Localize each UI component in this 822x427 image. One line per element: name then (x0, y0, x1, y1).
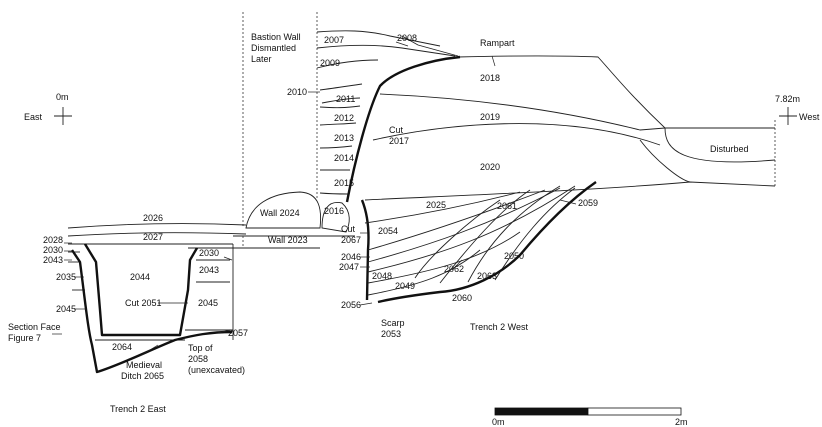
disturbed-label: Disturbed (710, 144, 749, 154)
origin-distance-label: 0m (56, 92, 69, 102)
scale-bar: 0m 2m (492, 407, 688, 427)
trench-2-east-layers (67, 223, 247, 341)
upper-layer-lines (316, 30, 776, 201)
context-2049-label: 2049 (395, 281, 415, 291)
scale-end-label: 2m (675, 417, 688, 427)
context-2064-label: 2064 (112, 342, 132, 352)
context-2011-label: 2011 (336, 94, 355, 104)
svg-text:Ditch 2065: Ditch 2065 (121, 371, 164, 381)
context-2030-left-label: 2030 (43, 245, 63, 255)
context-2059-label: 2059 (578, 198, 598, 208)
context-2063-label: 2063 (477, 271, 497, 281)
cut-2017-label: Cut 2017 (389, 125, 409, 146)
ditch-2065-line (71, 249, 233, 374)
bastion-wall-label: Bastion Wall Dismantled Later (251, 32, 301, 64)
svg-text:Scarp: Scarp (381, 318, 405, 328)
top-of-2058-label: Top of 2058 (unexcavated) (188, 343, 245, 375)
context-2043-left-label: 2043 (43, 255, 63, 265)
wall-2024-label: Wall 2024 (260, 208, 300, 218)
scarp-2053-line (377, 181, 597, 304)
svg-text:Figure 7: Figure 7 (8, 333, 41, 343)
context-2046-label: 2046 (341, 252, 361, 262)
context-2050-label: 2050 (504, 251, 524, 261)
context-2054-label: 2054 (378, 226, 398, 236)
svg-text:Cut: Cut (389, 125, 404, 135)
trench-2-west-label: Trench 2 West (470, 322, 529, 332)
context-2030-right-label: 2030 (199, 248, 219, 258)
scarp-2053-label: Scarp 2053 (381, 318, 405, 339)
svg-text:Later: Later (251, 54, 272, 64)
leader-lines (52, 41, 577, 357)
svg-text:Section Face: Section Face (8, 322, 61, 332)
context-2060-label: 2060 (452, 293, 472, 303)
context-2048-label: 2048 (372, 271, 392, 281)
context-2056-label: 2056 (341, 300, 361, 310)
context-2061-label: 2061 (497, 201, 517, 211)
cut-2067-line (360, 199, 370, 301)
east-datum-marker (54, 107, 72, 125)
wall-2024-outline (245, 191, 321, 229)
section-face-label: Section Face Figure 7 (8, 322, 61, 343)
west-datum-marker (779, 107, 797, 125)
context-2028-label: 2028 (43, 235, 63, 245)
context-2019-label: 2019 (480, 112, 500, 122)
context-2043-right-label: 2043 (199, 265, 219, 275)
context-2009-label: 2009 (320, 58, 340, 68)
context-2007-label: 2007 (324, 35, 344, 45)
end-distance-label: 7.82m (775, 94, 800, 104)
context-2062-label: 2062 (444, 264, 464, 274)
west-label: West (799, 112, 820, 122)
svg-text:Dismantled: Dismantled (251, 43, 296, 53)
context-2027-label: 2027 (143, 232, 163, 242)
context-2026-label: 2026 (143, 213, 163, 223)
svg-text:Medieval: Medieval (126, 360, 162, 370)
context-2045-right-label: 2045 (198, 298, 218, 308)
lower-west-layer-lines (364, 185, 576, 296)
context-2016-label: 2016 (324, 206, 344, 216)
context-2057-label: 2057 (228, 328, 248, 338)
context-2014-label: 2014 (334, 153, 354, 163)
context-2016-outline (321, 202, 350, 233)
cut-2051-line (83, 243, 199, 337)
svg-text:Top of: Top of (188, 343, 213, 353)
cut-2051-label: Cut 2051 (125, 298, 162, 308)
wall-2023-outline (233, 235, 355, 249)
context-2025-label: 2025 (426, 200, 446, 210)
context-2013-label: 2013 (334, 133, 354, 143)
context-2020-label: 2020 (480, 162, 500, 172)
context-2044-label: 2044 (130, 272, 150, 282)
east-label: East (24, 112, 43, 122)
svg-text:2058: 2058 (188, 354, 208, 364)
svg-text:2067: 2067 (341, 235, 361, 245)
svg-text:Cut: Cut (341, 224, 356, 234)
context-2018-label: 2018 (480, 73, 500, 83)
medieval-ditch-label: Medieval Ditch 2065 (121, 360, 164, 381)
cut-2067-label: Cut 2067 (341, 224, 361, 245)
context-2008-label: 2008 (397, 33, 417, 43)
svg-text:2053: 2053 (381, 329, 401, 339)
svg-text:(unexcavated): (unexcavated) (188, 365, 245, 375)
svg-text:2017: 2017 (389, 136, 409, 146)
wall-2023-label: Wall 2023 (268, 235, 308, 245)
trench-2-east-label: Trench 2 East (110, 404, 166, 414)
svg-text:Bastion Wall: Bastion Wall (251, 32, 301, 42)
context-2047-label: 2047 (339, 262, 359, 272)
rampart-label: Rampart (480, 38, 515, 48)
context-2045-left-label: 2045 (56, 304, 76, 314)
cut-2017-line (345, 55, 461, 203)
context-2015-label: 2015 (334, 178, 354, 188)
context-2035-label: 2035 (56, 272, 76, 282)
context-2012-label: 2012 (334, 113, 354, 123)
scale-start-label: 0m (492, 417, 505, 427)
context-2010-label: 2010 (287, 87, 307, 97)
